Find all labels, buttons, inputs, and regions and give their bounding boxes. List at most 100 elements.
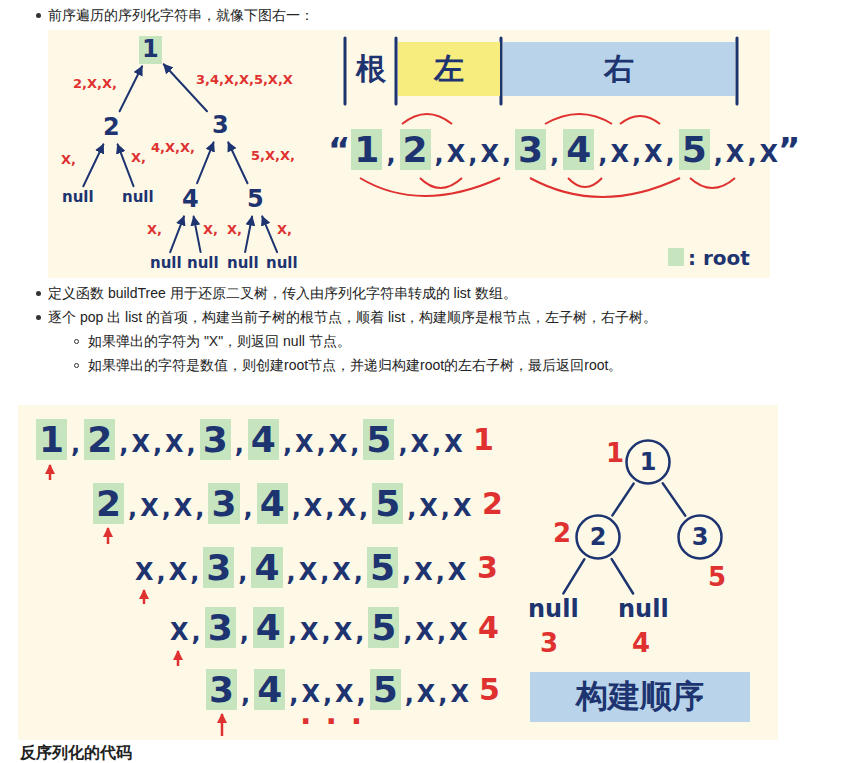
sequence-glyph: ,: [119, 430, 128, 458]
serialization-note: X,: [226, 222, 243, 238]
sequence-glyph: ,: [350, 430, 359, 458]
bullet-text: 如果弹出的字符是数值，则创建root节点，并递归构建root的左右子树，最后返回…: [88, 356, 622, 374]
sequence-glyph: ,: [598, 140, 607, 168]
sequence-glyph: X: [334, 618, 353, 646]
sequence-glyph: X: [169, 558, 188, 586]
tree-connector: [245, 217, 252, 253]
sequence-glyph: X: [337, 494, 356, 522]
sequence-glyph: ,: [153, 430, 162, 458]
sequence-glyph: 5: [367, 547, 398, 588]
sequence-glyph: X: [131, 430, 150, 458]
sequence-glyph: ,: [235, 430, 244, 458]
node-text: 4: [182, 185, 199, 213]
sequence-glyph: ,: [398, 430, 407, 458]
sequence-glyph: 2: [84, 419, 115, 460]
node-text: 2: [103, 113, 120, 141]
bullet-circle: [74, 339, 79, 344]
node-text: null: [150, 254, 182, 272]
bullet-dot: [36, 13, 41, 18]
sequence-glyph: ,: [71, 430, 80, 458]
sequence-glyph: X: [415, 618, 434, 646]
sequence-glyph: X: [448, 558, 467, 586]
sequence-glyph: 3: [208, 483, 239, 524]
list-row: X,X,3,4,X,X,5,X,X: [135, 546, 466, 589]
tree-connector: [197, 142, 214, 183]
sequence-glyph: X: [165, 430, 184, 458]
sequence-glyph: 5: [368, 607, 399, 648]
sequence-glyph: 1: [36, 419, 67, 460]
serialization-note: X,: [146, 222, 163, 238]
bullet-text: 逐个 pop 出 list 的首项，构建当前子树的根节点，顺着 list，构建顺…: [48, 308, 657, 326]
node-text: 构建顺序: [576, 675, 704, 719]
tree-connector: [663, 483, 685, 515]
sequence-glyph: X: [135, 558, 154, 586]
sequence-glyph: X: [414, 558, 433, 586]
sequence-glyph: ,: [289, 680, 298, 708]
sequence-glyph: ,: [157, 558, 166, 586]
list-row: X,3,4,X,X,5,X,X: [170, 606, 468, 649]
bullet-dot: [36, 291, 41, 296]
sequence-glyph: X: [480, 140, 499, 168]
sequence-glyph: ,: [666, 140, 675, 168]
node-text: null: [62, 188, 94, 206]
tree-connector: [563, 559, 584, 593]
pairing-arcs: [360, 114, 735, 197]
sequence-glyph: X: [295, 430, 314, 458]
sequence-glyph: ,: [441, 494, 450, 522]
node-text: null: [187, 254, 219, 272]
section-band: 根: [347, 42, 395, 96]
sequence-glyph: 5: [363, 419, 394, 460]
node-text: 右: [604, 49, 634, 90]
null-leaf: null: [227, 255, 259, 272]
sequence-glyph: ,: [322, 618, 331, 646]
node-text: null: [528, 595, 579, 623]
sequence-glyph: ,: [359, 494, 368, 522]
sequence-glyph: ,: [354, 558, 363, 586]
serialization-note: X,: [276, 222, 293, 238]
sequence-glyph: 4: [254, 669, 285, 710]
sequence-glyph: ,: [405, 680, 414, 708]
order-number: 4: [632, 628, 650, 659]
sequence-glyph: ,: [244, 494, 253, 522]
sequence-glyph: 3: [515, 129, 546, 170]
sequence-glyph: ,: [288, 618, 297, 646]
null-leaf: null: [618, 596, 669, 624]
sequence-glyph: ,: [238, 558, 247, 586]
node-text: null: [618, 595, 669, 623]
sequence-glyph: X: [760, 140, 779, 168]
legend-swatch: [668, 248, 684, 266]
list-row: 1,2,X,X,3,4,X,X,5,X,X: [35, 418, 463, 461]
order-number: 3: [540, 628, 558, 659]
bullet-text: 定义函数 buildTree 用于还原二叉树，传入由序列化字符串转成的 list…: [48, 284, 517, 302]
bullet-dot: [36, 315, 41, 320]
bullet-text: 前序遍历的序列化字符串，就像下图右一：: [48, 6, 314, 24]
serialization-note: 3,4,X,X,5,X,X: [195, 72, 294, 88]
sequence-glyph: ,: [287, 558, 296, 586]
sequence-glyph: ,: [192, 618, 201, 646]
step-number: 4: [478, 610, 499, 646]
tree-connector: [194, 217, 201, 253]
sequence-glyph: ,: [190, 558, 199, 586]
sequence-glyph: X: [329, 430, 348, 458]
sequence-glyph: X: [644, 140, 663, 168]
sequence-glyph: X: [447, 140, 466, 168]
null-leaf: null: [266, 255, 298, 272]
tree-circle: 2: [575, 514, 621, 560]
ellipsis: ...: [300, 696, 376, 732]
tree-connector: [170, 216, 184, 252]
sequence-glyph: ,: [403, 618, 412, 646]
tree-value: 3: [209, 112, 232, 140]
sequence-glyph: ,: [502, 140, 511, 168]
sequence-glyph: 1: [351, 129, 382, 170]
serialization-note: X,: [202, 222, 219, 238]
sequence-glyph: X: [610, 140, 629, 168]
null-leaf: null: [62, 189, 94, 206]
sequence-glyph: ”: [778, 130, 800, 170]
sequence-glyph: ,: [355, 618, 364, 646]
serialization-note: 4,X,X,: [150, 140, 196, 156]
node-text: null: [266, 254, 298, 272]
sequence-glyph: X: [299, 558, 318, 586]
node-text: 1: [640, 448, 657, 476]
step-number: 1: [473, 422, 494, 458]
